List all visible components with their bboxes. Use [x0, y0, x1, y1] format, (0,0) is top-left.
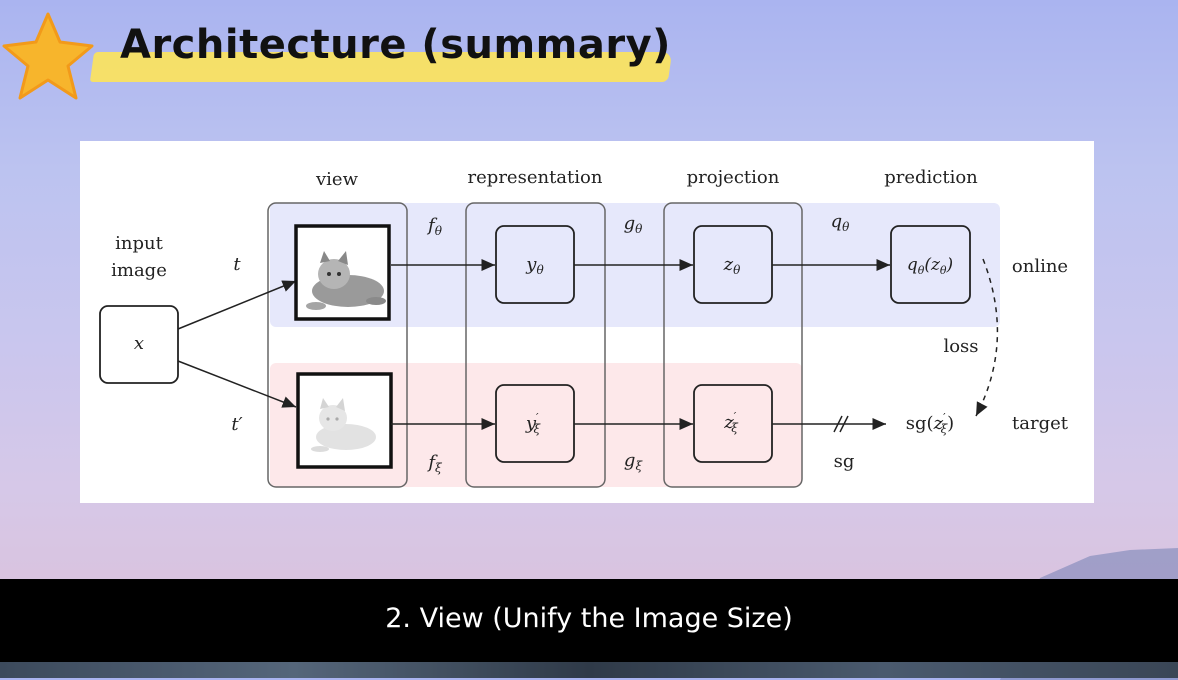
sg-label: sg	[834, 451, 855, 472]
input-node-label: x	[134, 333, 144, 354]
q-z-theta-label: qθ(zθ)	[907, 255, 953, 277]
sg-z-xi-label: sg(z′ξ)	[906, 411, 954, 436]
caption-bar	[0, 579, 1178, 662]
stop-gradient-mark	[833, 415, 843, 433]
star-icon	[2, 12, 94, 100]
prediction-header: prediction	[884, 167, 978, 188]
aug-online-label: t	[233, 254, 241, 275]
target-label: target	[1012, 413, 1069, 434]
representation-column	[465, 202, 606, 488]
slide-title: Architecture (summary)	[120, 22, 671, 68]
input-label-line2: image	[111, 260, 167, 281]
loss-arrow	[975, 258, 999, 417]
target-view-image	[296, 372, 393, 469]
input-label-line1: input	[115, 233, 163, 254]
loss-label: loss	[943, 336, 978, 357]
projection-column	[663, 202, 803, 488]
q-z-theta-node	[890, 225, 971, 304]
input-node	[99, 305, 179, 384]
online-label: online	[1012, 256, 1068, 277]
projection-header: projection	[687, 167, 780, 188]
view-column	[267, 202, 408, 488]
representation-header: representation	[468, 167, 603, 188]
subtitle-caption: 2. View (Unify the Image Size)	[385, 603, 793, 634]
z-xi-label: z′ξ	[723, 410, 739, 435]
view-header: view	[315, 169, 359, 190]
aug-target-label: t′	[231, 414, 242, 435]
y-xi-label: y′ξ	[525, 411, 542, 436]
video-background-strip	[0, 662, 1178, 678]
architecture-diagram: view representation projection predictio…	[80, 141, 1094, 503]
online-view-image	[294, 224, 391, 321]
